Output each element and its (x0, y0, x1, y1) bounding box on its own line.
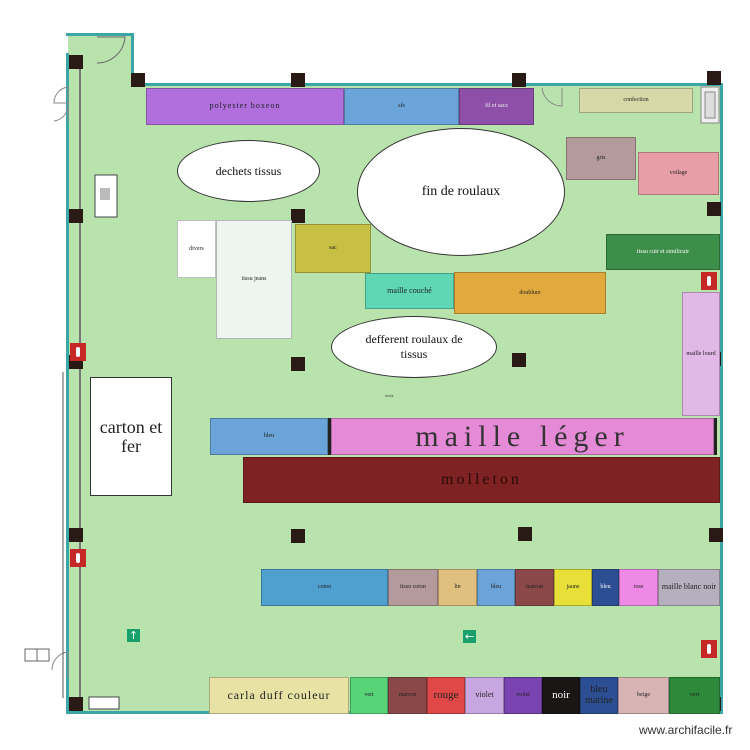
exit-arrow-icon: ← (463, 630, 476, 643)
door-icon (541, 87, 563, 107)
pillar (512, 353, 526, 367)
zone-bot-green[interactable]: vert (350, 677, 388, 714)
zone-polyester[interactable]: polyester boxeon (146, 88, 344, 125)
wall-top (133, 83, 723, 86)
zone-bot-beige[interactable]: carla duff couleur (209, 677, 349, 714)
pillar (291, 529, 305, 543)
pillar (512, 73, 526, 87)
zone-top2[interactable]: sfs (344, 88, 459, 125)
zone-maille-leger[interactable]: maille léger (331, 418, 714, 455)
stairs-icon (700, 86, 720, 124)
wall-corridor-inner (79, 60, 81, 711)
pillar (707, 202, 721, 216)
exit-arrow-icon: ↑ (127, 629, 140, 642)
zone-row-tan[interactable]: lin (438, 569, 477, 606)
door-icon (96, 36, 126, 64)
zone-pink-right[interactable]: maille lourd (682, 292, 720, 416)
zone-bot-navy[interactable]: bleu marine (580, 677, 618, 714)
oval-dechets[interactable]: dechets tissus (177, 140, 320, 202)
zone-maille-couche[interactable]: maille couché (365, 273, 454, 309)
zone-carton[interactable]: carton et fer (90, 377, 172, 496)
zone-row-grey[interactable]: tissu coton (388, 569, 438, 606)
zone-bot-lav[interactable]: violet (465, 677, 504, 714)
wall-corridor-right (131, 33, 134, 85)
zone-right2[interactable]: voilage (638, 152, 719, 195)
pillar (291, 209, 305, 223)
oval-defferent[interactable]: defferent roulaux de tissus (331, 316, 497, 378)
watermark: www.archifacile.fr (639, 723, 733, 737)
zone-row-navy[interactable]: bleu (592, 569, 619, 606)
zone-bot-dkgreen[interactable]: vert (669, 677, 720, 714)
zone-bot-black[interactable]: noir (542, 677, 580, 714)
pillar (291, 357, 305, 371)
fire-extinguisher-icon (70, 549, 86, 567)
pillar (131, 73, 145, 87)
pillar (69, 528, 83, 542)
window-icon (24, 648, 50, 662)
arrow-icon (62, 372, 64, 698)
wall-right (720, 83, 723, 713)
fire-extinguisher-icon (701, 640, 717, 658)
zone-left-small[interactable]: divers (177, 220, 216, 278)
zone-bot-brown[interactable]: marron (388, 677, 427, 714)
door-icon (51, 651, 69, 678)
zone-olive[interactable]: sac (295, 224, 371, 273)
oval-fin-roulaux[interactable]: fin de roulaux (357, 128, 565, 256)
center-label: stock (385, 393, 394, 398)
pillar (707, 71, 721, 85)
zone-big-white[interactable]: tissu jeans (216, 220, 292, 339)
fire-extinguisher-icon (701, 272, 717, 290)
divider (328, 418, 331, 455)
wall-left (66, 53, 69, 713)
zone-top3[interactable]: fil et sacs (459, 88, 534, 125)
door-icon (53, 86, 69, 122)
zone-row-pink[interactable]: rose (619, 569, 658, 606)
zone-bot-purple[interactable]: violet (504, 677, 542, 714)
zone-row-grey2[interactable]: maille blanc noir (658, 569, 720, 606)
pillar (69, 697, 83, 711)
zone-dark-red[interactable]: molleton (243, 457, 720, 503)
divider (714, 418, 717, 455)
zone-row-blue[interactable]: coton (261, 569, 388, 606)
zone-row-yellow[interactable]: jaune (554, 569, 592, 606)
pillar (518, 527, 532, 541)
pillar (69, 209, 83, 223)
zone-top-right[interactable]: confection (579, 88, 693, 113)
zone-bot-beige2[interactable]: beige (618, 677, 669, 714)
zone-orange[interactable]: doublure (454, 272, 606, 314)
zone-bot-red[interactable]: rouge (427, 677, 465, 714)
desk-icon (94, 174, 118, 218)
fire-extinguisher-icon (70, 343, 86, 361)
bench-icon (88, 696, 120, 710)
zone-row-brown[interactable]: marron (515, 569, 554, 606)
pillar (291, 73, 305, 87)
pillar (69, 55, 83, 69)
wall-corridor-top (66, 33, 133, 36)
zone-right1[interactable]: gris (566, 137, 636, 180)
zone-row-blue2[interactable]: bleu (477, 569, 515, 606)
pillar (709, 528, 723, 542)
zone-blue-mid[interactable]: bleu (210, 418, 328, 455)
zone-green-right[interactable]: tissu cuir et similicuir (606, 234, 720, 270)
